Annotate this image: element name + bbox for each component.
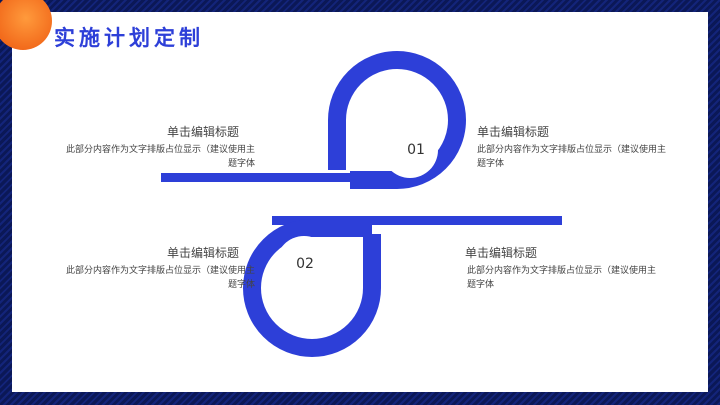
block-bottom-right-title: 单击编辑标题 bbox=[465, 246, 538, 260]
ribbon-graphic bbox=[161, 51, 562, 357]
ribbon-bottom-loop bbox=[243, 219, 381, 357]
ribbon-bottom-hole bbox=[276, 236, 332, 292]
slide-title: 实施计划定制 bbox=[54, 26, 204, 50]
block-top-left-desc: 此部分内容作为文字排版占位显示（建议使用主题字体 bbox=[65, 145, 255, 169]
ribbon-top-line bbox=[161, 173, 381, 182]
block-top-right-title: 单击编辑标题 bbox=[477, 125, 550, 139]
ribbon-bottom-line bbox=[272, 216, 562, 225]
block-bottom-left-title: 单击编辑标题 bbox=[167, 246, 240, 260]
block-top-left-title: 单击编辑标题 bbox=[167, 125, 240, 139]
block-bottom-left-desc: 此部分内容作为文字排版占位显示（建议使用主题字体 bbox=[65, 266, 255, 290]
orange-circle-decoration bbox=[0, 0, 52, 50]
ribbon-top-loop bbox=[328, 51, 466, 189]
step-number-02: 02 bbox=[296, 256, 314, 272]
block-bottom-right-desc: 此部分内容作为文字排版占位显示（建议使用主题字体 bbox=[467, 266, 657, 290]
block-top-right-desc: 此部分内容作为文字排版占位显示（建议使用主题字体 bbox=[477, 145, 667, 169]
step-number-01: 01 bbox=[407, 142, 425, 158]
ribbon-top-hole bbox=[382, 122, 438, 178]
slide-canvas: 实施计划定制 01 02 单击编辑标题 此部分内容作为文字排版占位显示（建议使用… bbox=[0, 0, 708, 392]
